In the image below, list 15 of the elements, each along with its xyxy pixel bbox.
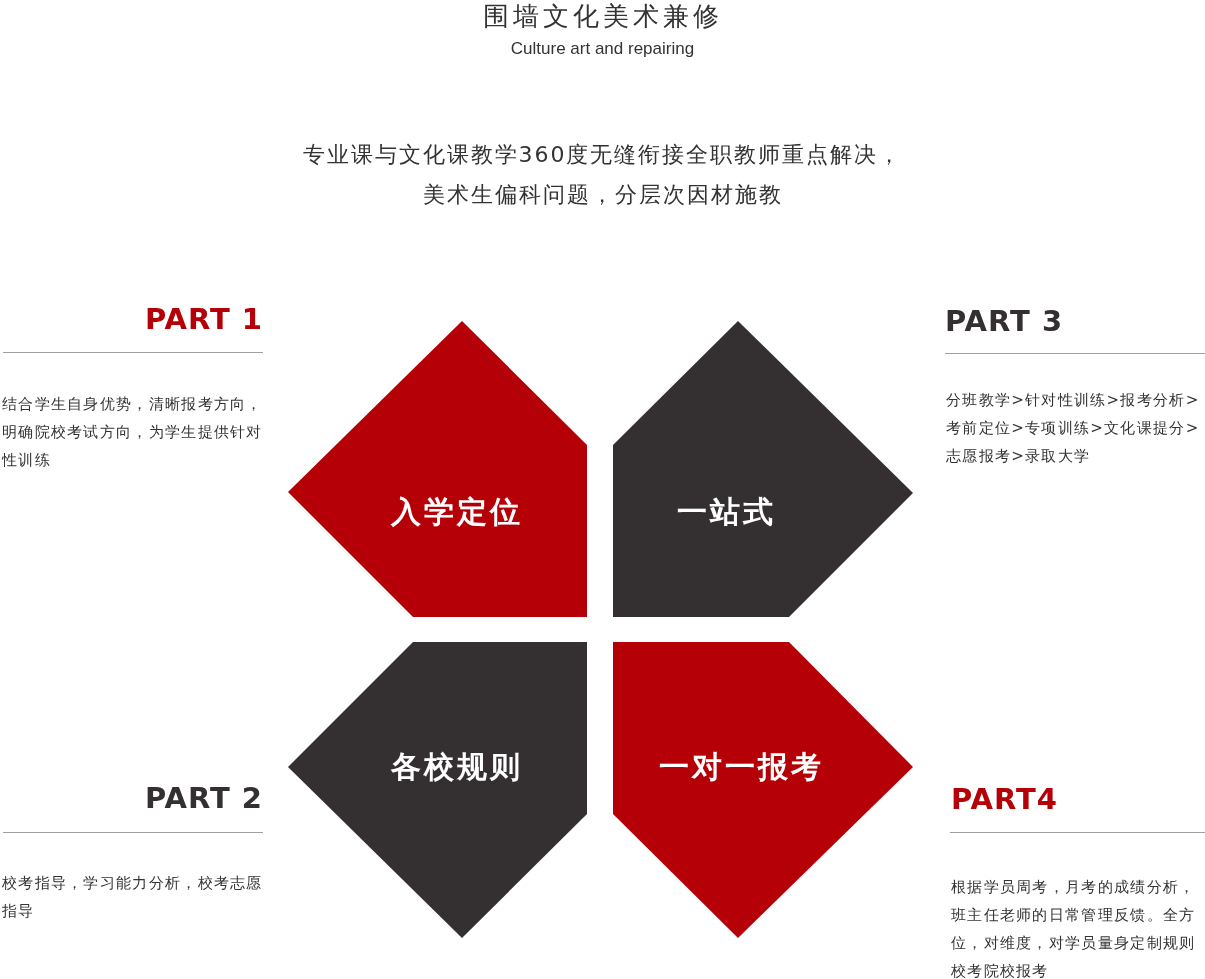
part-heading: PART 2 (144, 781, 263, 815)
part-heading: PART 1 (144, 302, 263, 336)
node-label: 一对一报考 (658, 749, 824, 785)
page-title: 围墙文化美术兼修 (482, 0, 723, 32)
description-text: 校考指导，学习能力分析，校考志愿指导 (2, 873, 264, 922)
node-label: 一站式 (676, 494, 776, 530)
part-heading: PART 3 (945, 304, 1064, 338)
description-text: 根据学员周考，月考的成绩分析，班主任老师的日常管理反馈。全方位，对维度，对学员量身定制规则校考院校报考 (951, 877, 1197, 979)
subtitle: Culture art and repairing (510, 38, 695, 60)
description-text: 结合学生自身优势，清晰报考方向，明确院校考试方向，为学生提供针对性训练 (2, 394, 264, 471)
part-heading: PART4 (951, 782, 1059, 816)
description-text: 分班教学>针对性训练>报考分析>考前定位>专项训练>文化课提分>志愿报考>录取大学 (946, 390, 1201, 467)
node-label: 各校规则 (391, 749, 523, 785)
intro-text: 专业课与文化课教学360度无缝衔接全职教师重点解决，美术生偏科问题，分层次因材施教 (301, 141, 904, 209)
node-label: 入学定位 (391, 494, 523, 530)
